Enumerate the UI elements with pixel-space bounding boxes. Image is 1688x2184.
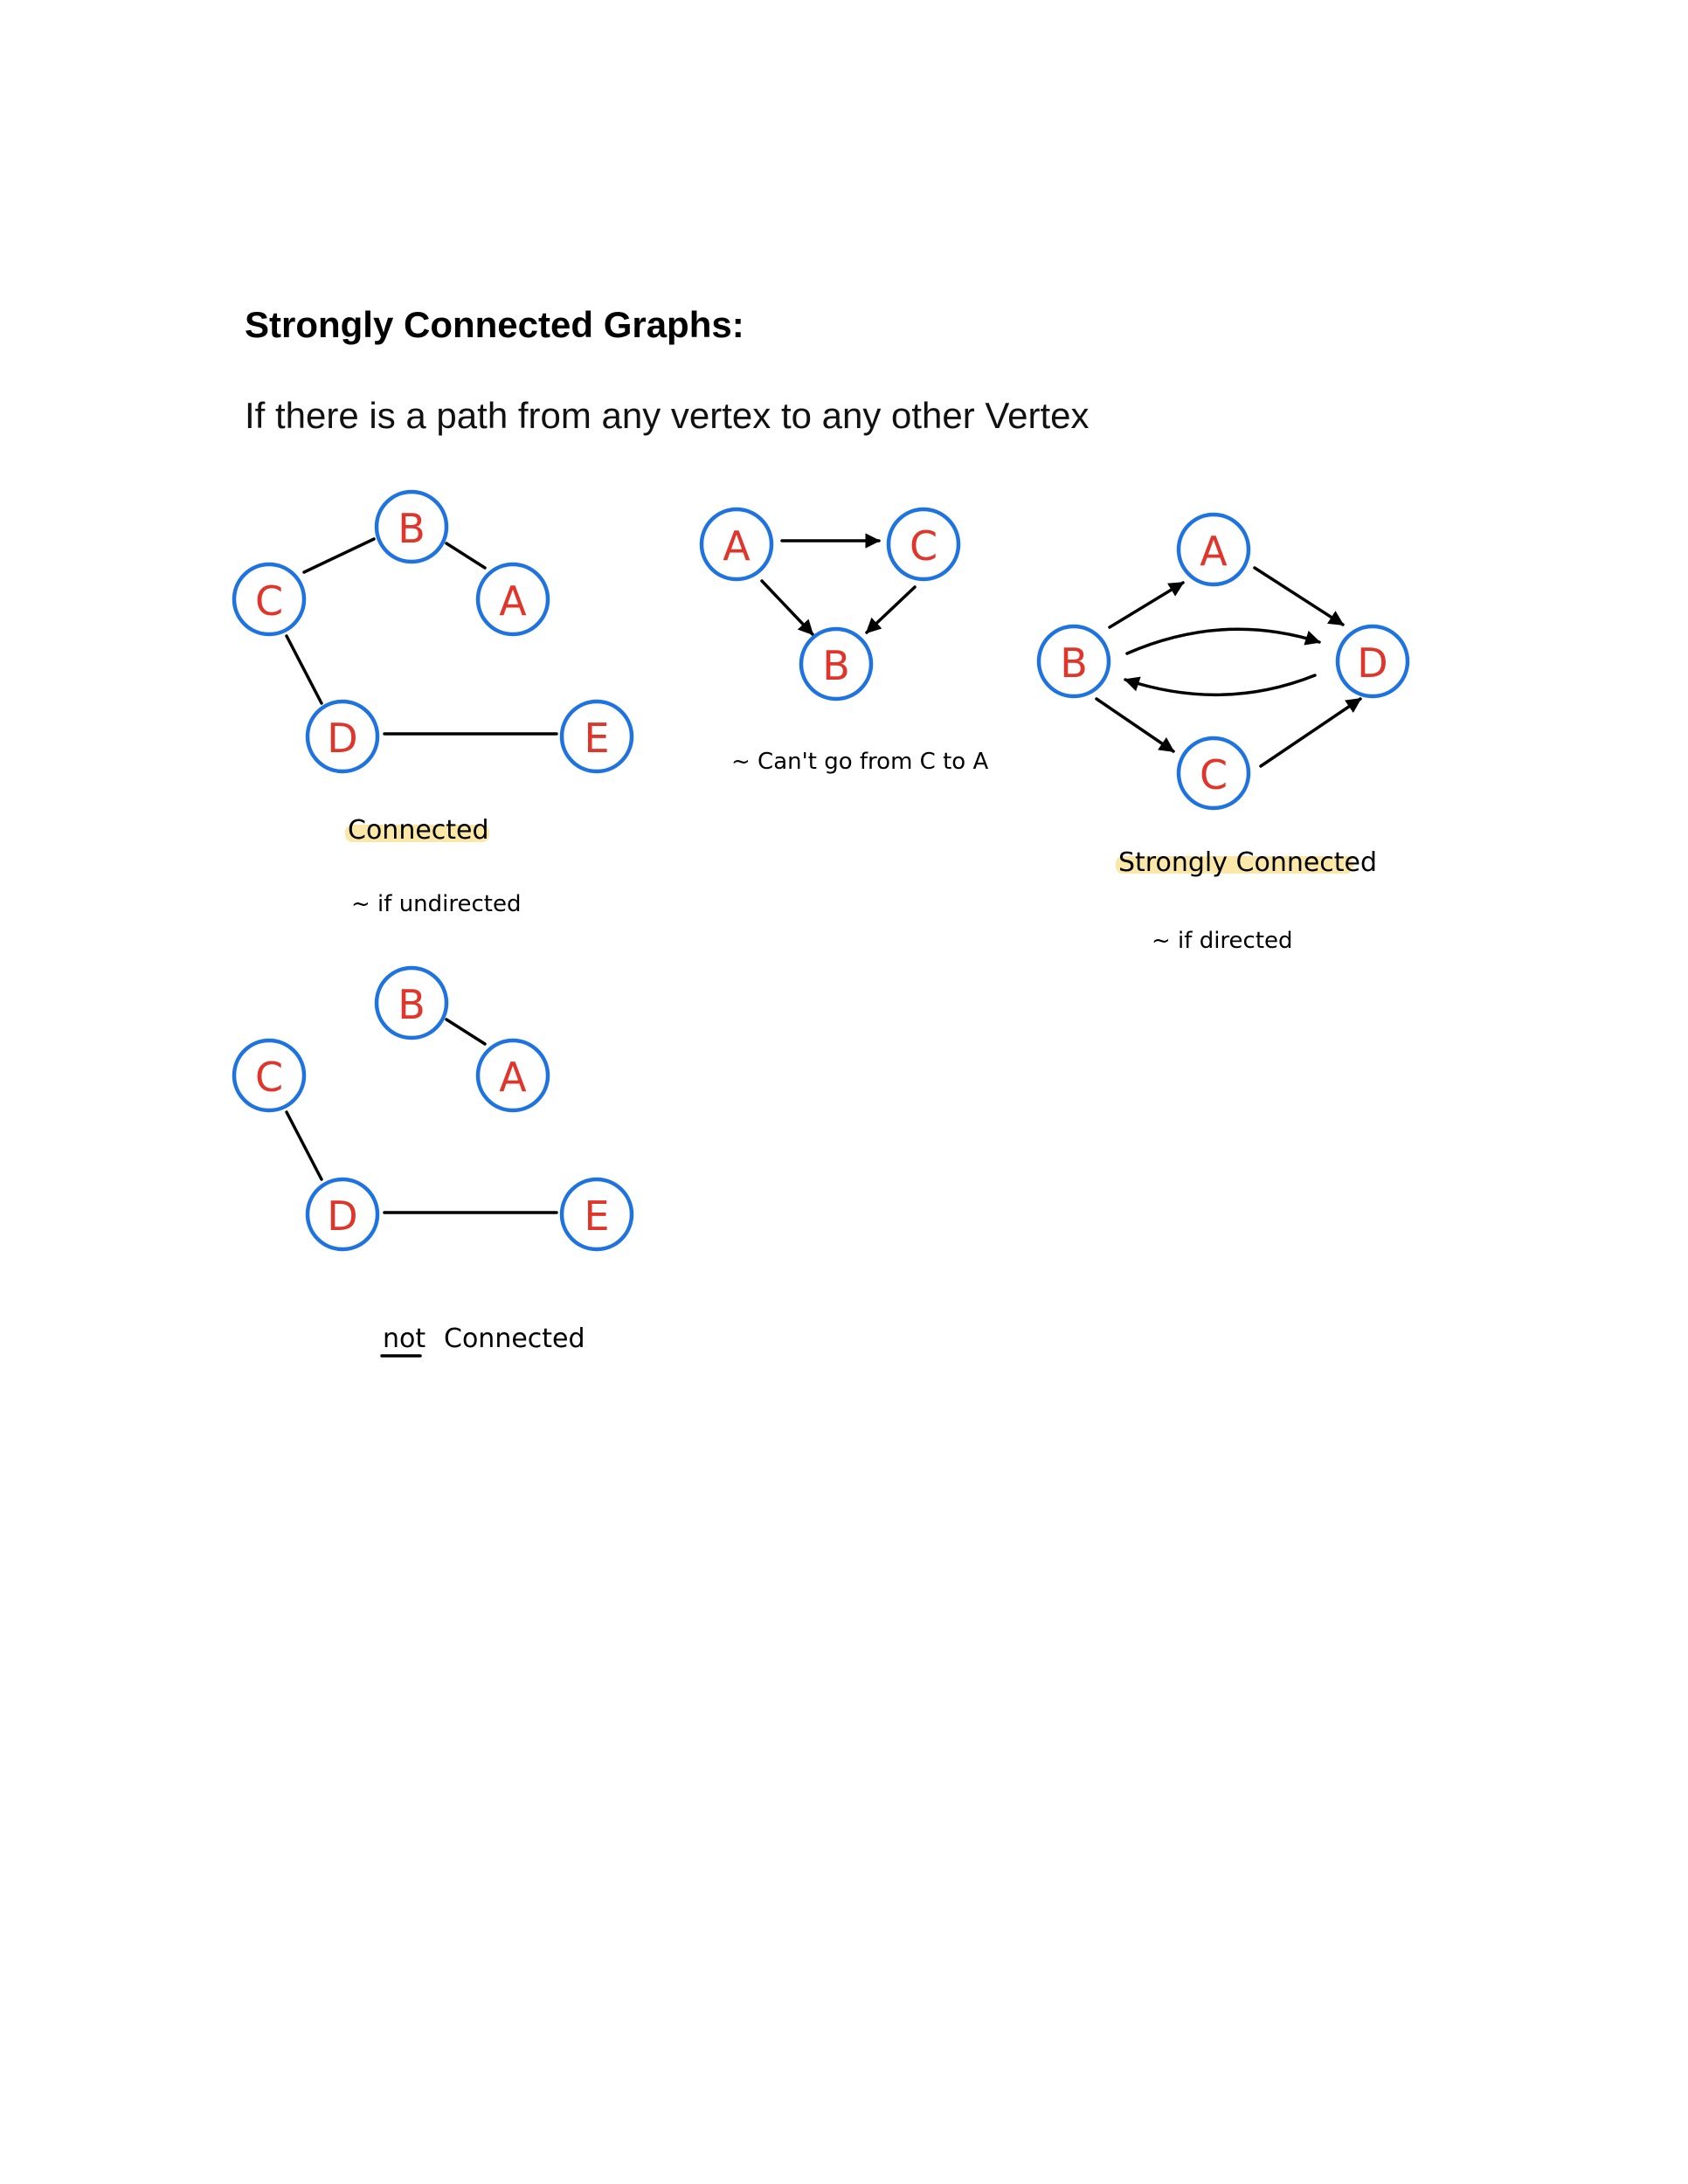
node-label: A [499, 577, 527, 625]
node-b: B [374, 489, 449, 564]
note-if-undirected: ~ if undirected [351, 891, 521, 917]
node-label: E [584, 1192, 609, 1240]
node-label: D [327, 715, 357, 762]
note-if-directed: ~ if directed [1152, 928, 1293, 954]
node-b: B [1036, 624, 1111, 699]
caption-not: not [383, 1324, 425, 1354]
node-d: D [305, 1177, 380, 1252]
graph-not-connected: B A C D E not Connected [232, 965, 634, 1358]
node-a: A [699, 507, 774, 582]
edge-a-d [1253, 566, 1345, 626]
edge-a-b [760, 579, 814, 636]
node-label: B [398, 981, 425, 1028]
graph-strongly-connected: A B D C Strongly Connected ~ if directed [1036, 512, 1410, 954]
node-e: E [559, 699, 634, 774]
node-label: A [723, 522, 751, 570]
graph-connected: B C A D E Connected ~ if undirected [232, 489, 634, 917]
edge-c-d [1259, 697, 1362, 768]
node-a: A [475, 562, 550, 637]
caption-highlight [1116, 856, 1353, 874]
node-c: C [232, 562, 307, 637]
edge-c-d [285, 1110, 323, 1181]
edge-b-a [445, 1018, 487, 1046]
edge-c-b [302, 537, 376, 574]
edge-b-a [445, 542, 487, 570]
node-e: E [559, 1177, 634, 1252]
node-label: D [327, 1192, 357, 1240]
node-label: D [1357, 639, 1387, 687]
caption-connected: Connected [348, 815, 489, 846]
node-c: C [886, 507, 961, 582]
node-d: D [1335, 624, 1410, 699]
node-label: B [1060, 639, 1088, 687]
note-cant-go-c-to-a: ~ Can't go from C to A [731, 749, 988, 775]
caption-connected: Connected [444, 1324, 585, 1354]
node-b: B [374, 965, 449, 1040]
node-c: C [1176, 736, 1251, 811]
node-label: C [255, 1054, 283, 1101]
node-b: B [799, 626, 874, 702]
node-c: C [232, 1038, 307, 1113]
caption-highlight [345, 825, 489, 842]
node-label: E [584, 715, 609, 762]
node-d: D [305, 699, 380, 774]
node-label: C [255, 577, 283, 625]
edge-c-b [865, 585, 917, 634]
page-title: Strongly Connected Graphs: [245, 304, 744, 345]
node-label: C [910, 522, 937, 570]
node-a: A [475, 1038, 550, 1113]
edge-b-c [1095, 697, 1175, 753]
edge-b-d [1125, 627, 1321, 655]
edge-b-a [1108, 581, 1185, 629]
definition-text: If there is a path from any vertex to an… [245, 395, 1090, 436]
node-label: A [499, 1054, 527, 1101]
edge-c-d [285, 634, 323, 705]
node-label: C [1200, 751, 1228, 798]
node-label: A [1200, 528, 1228, 575]
node-label: B [822, 642, 850, 689]
edge-d-b [1124, 674, 1317, 697]
graph-directed-not-strong: A C B ~ Can't go from C to A [699, 507, 988, 775]
caption-strongly-connected: Strongly Connected [1118, 847, 1377, 878]
node-label: B [398, 505, 425, 552]
node-a: A [1176, 512, 1251, 587]
